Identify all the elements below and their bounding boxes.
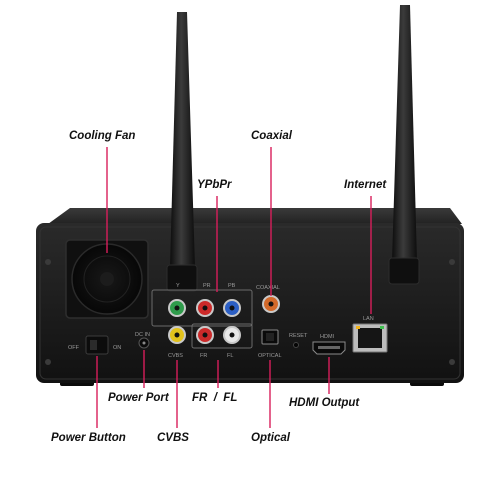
jack-pr-red xyxy=(196,299,214,317)
label-lan: LAN xyxy=(363,316,374,322)
power-switch-rocker xyxy=(90,340,97,350)
callout-cooling-fan: Cooling Fan xyxy=(69,130,136,142)
leader-lines xyxy=(96,147,372,428)
dc-in-pin xyxy=(142,341,146,345)
callout-cvbs: CVBS xyxy=(157,432,189,444)
fan-hub xyxy=(100,272,114,286)
label-hdmi: HDMI xyxy=(320,334,335,340)
callout-power-port: Power Port xyxy=(108,392,169,404)
label-pr: PR xyxy=(203,283,211,289)
callout-coaxial: Coaxial xyxy=(251,130,292,142)
lan-led-right xyxy=(380,326,384,329)
jack-fl-white xyxy=(223,326,241,344)
left-antenna-mast xyxy=(170,12,195,268)
chassis-top xyxy=(48,208,462,224)
screw-right-bottom xyxy=(449,359,455,365)
jack-coaxial-orange xyxy=(262,295,280,313)
ypbpr-jack-group xyxy=(151,289,253,327)
screw-left-top xyxy=(45,259,51,265)
reset-button xyxy=(293,342,299,348)
jack-cvbs-yellow xyxy=(168,326,186,344)
callout-optical: Optical xyxy=(251,432,290,444)
left-antenna-base xyxy=(166,264,198,292)
right-antenna-mast xyxy=(392,5,417,262)
label-on: ON xyxy=(113,345,121,351)
lan-socket xyxy=(358,328,382,348)
label-reset: RESET xyxy=(289,333,308,339)
audio-jack-group xyxy=(191,323,253,349)
jack-fr-red xyxy=(196,326,214,344)
right-antenna-base xyxy=(388,257,420,285)
label-optical: OPTICAL xyxy=(258,353,282,359)
callout-ypbpr: YPbPr xyxy=(197,179,232,191)
label-cvbs: CVBS xyxy=(168,353,183,359)
callout-power-button: Power Button xyxy=(51,432,126,444)
hdmi-port-contacts xyxy=(318,346,340,349)
label-fl: FL xyxy=(227,353,233,359)
label-pb: PB xyxy=(228,283,236,289)
screw-right-top xyxy=(449,259,455,265)
label-coaxial: COAXIAL xyxy=(256,285,280,291)
screw-left-bottom xyxy=(45,359,51,365)
callout-fr-fl: FR / FL xyxy=(192,392,238,404)
label-off: OFF xyxy=(68,345,80,351)
label-dc-in: DC IN xyxy=(135,332,150,338)
label-fr: FR xyxy=(200,353,207,359)
callout-internet: Internet xyxy=(344,179,387,191)
optical-port-inner xyxy=(266,333,274,341)
callout-hdmi-output: HDMI Output xyxy=(289,397,360,409)
lan-led-left xyxy=(356,326,360,329)
jack-pb-blue xyxy=(223,299,241,317)
fan-ring xyxy=(83,255,131,303)
label-y: Y xyxy=(176,283,180,289)
jack-y-green xyxy=(168,299,186,317)
chassis-bevel xyxy=(39,226,461,380)
